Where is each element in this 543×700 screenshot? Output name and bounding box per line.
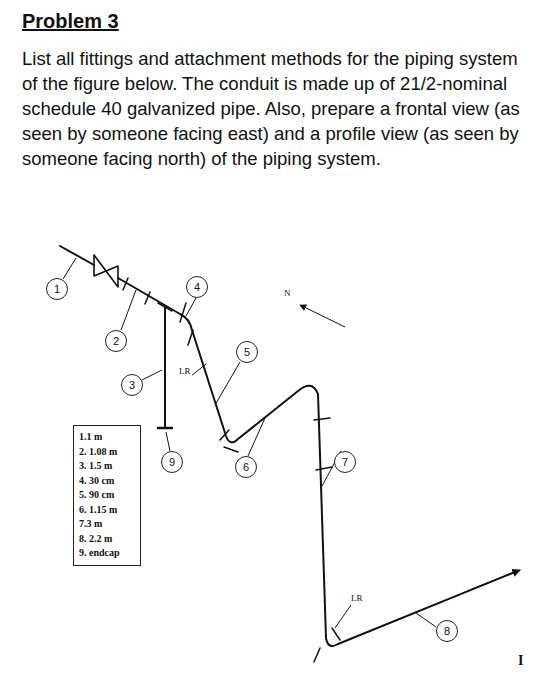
- callout-text: 2: [113, 335, 119, 347]
- dimension-entry: 9. endcap: [79, 546, 135, 561]
- leader-line: [166, 432, 170, 451]
- dimension-table: 1.1 m2. 1.08 m3. 1.5 m4. 30 cm5. 90 cm6.…: [73, 425, 141, 566]
- callout-number: 9: [161, 451, 183, 473]
- page-mark: I: [517, 653, 524, 669]
- fitting-tick: [123, 278, 340, 662]
- dimension-entry: 5. 90 cm: [79, 488, 135, 503]
- endcap-symbol: [158, 427, 172, 429]
- pipe: [60, 246, 94, 265]
- pipe: [118, 278, 515, 646]
- dimension-entry: 3. 1.5 m: [79, 459, 135, 474]
- leader-line: [63, 258, 76, 279]
- problem-title: Problem 3: [22, 10, 119, 33]
- callout-text: 4: [194, 281, 200, 293]
- leader-line: [416, 613, 436, 627]
- north-label: N: [283, 288, 292, 298]
- pipe-branch: [164, 307, 166, 428]
- callout-text: 3: [129, 379, 135, 391]
- callout-text: 1: [54, 283, 60, 295]
- long-radius-label: LR: [350, 593, 364, 603]
- callout-text: 8: [444, 625, 450, 637]
- dimension-entry: 2. 1.08 m: [79, 445, 135, 460]
- callout-number: 6: [235, 456, 257, 478]
- leader-line: [335, 605, 351, 628]
- dimension-entry: 6. 1.15 m: [79, 503, 135, 518]
- leader-line: [248, 418, 265, 456]
- dimension-entry: 4. 30 cm: [79, 474, 135, 489]
- leader-line: [121, 290, 136, 330]
- callout-number: 8: [436, 620, 458, 642]
- problem-statement: List all fittings and attachment methods…: [22, 46, 527, 171]
- valve-symbol: [94, 255, 118, 287]
- long-radius-label: LR: [178, 366, 192, 376]
- leader-line: [186, 298, 196, 316]
- dimension-entry: 7.3 m: [79, 517, 135, 532]
- dimension-entry: 8. 2.2 m: [79, 532, 135, 547]
- callout-text: 9: [169, 456, 175, 468]
- leader-line: [142, 370, 162, 380]
- callout-text: 7: [342, 456, 348, 468]
- dimension-entry: 1.1 m: [79, 430, 135, 445]
- callout-number: 1: [46, 278, 68, 300]
- callout-number: 2: [105, 330, 127, 352]
- callout-number: 4: [186, 276, 208, 298]
- flow-arrow: [470, 570, 520, 590]
- leader-line: [215, 362, 240, 405]
- north-arrow: [300, 305, 345, 327]
- callout-text: 6: [243, 461, 249, 473]
- callout-number: 3: [121, 374, 143, 396]
- leader-line: [191, 364, 206, 376]
- callout-text: 5: [244, 346, 250, 358]
- callout-number: 5: [236, 341, 258, 363]
- callout-number: 7: [334, 451, 356, 473]
